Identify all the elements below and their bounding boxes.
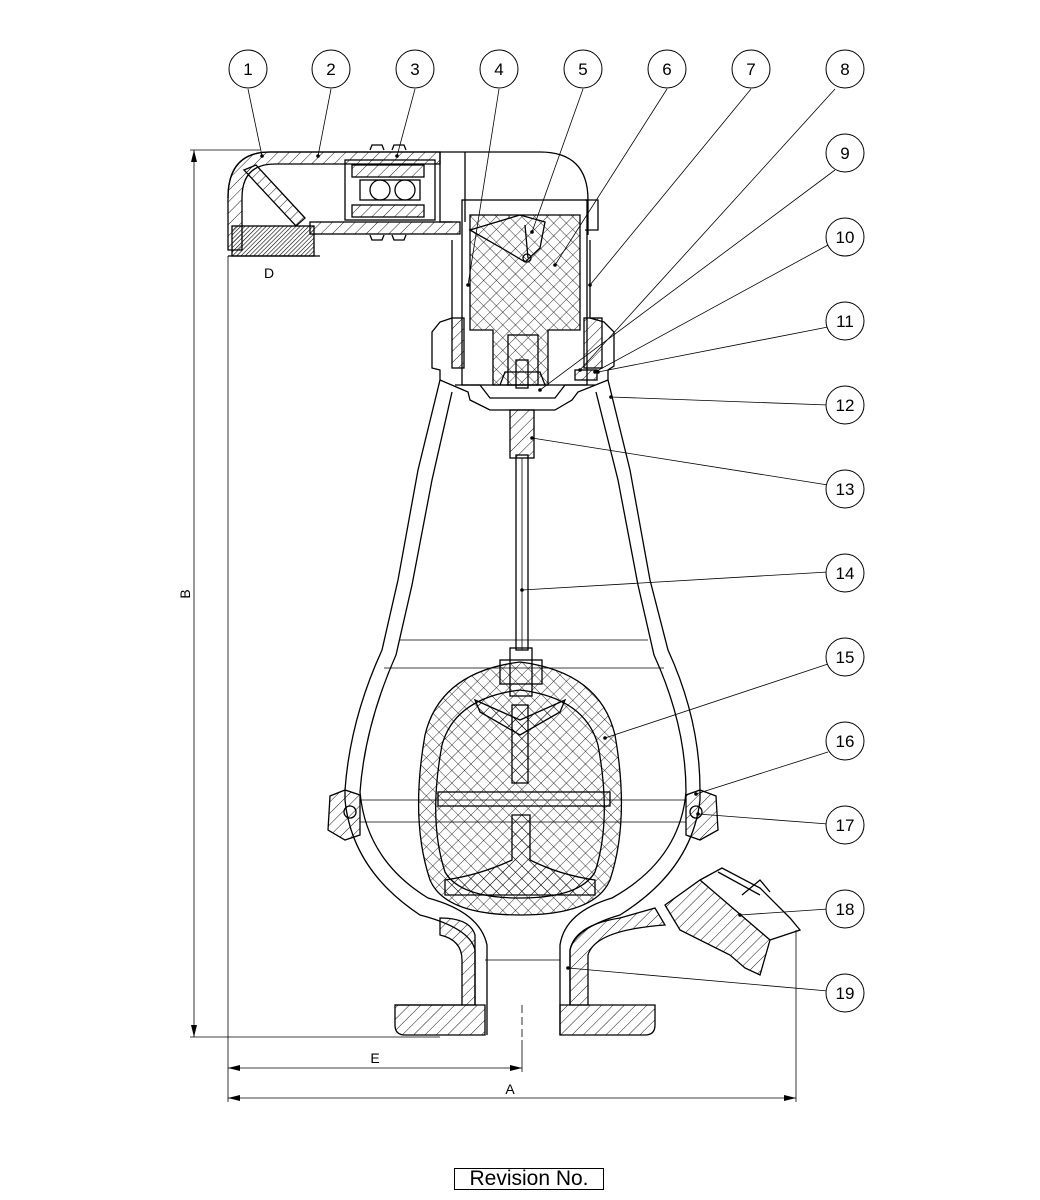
dimension-lines (190, 149, 797, 1102)
valve-body (327, 379, 719, 1035)
dimension-labels: B D E A (177, 265, 515, 1097)
balloon-14-label: 14 (836, 564, 855, 583)
balloon-1: 1 (228, 49, 268, 89)
balloon-18: 18 (825, 889, 865, 929)
drain-valve (664, 867, 802, 976)
leader-dots (260, 154, 742, 970)
dimension-label-d: D (264, 265, 274, 281)
balloon-6-label: 6 (662, 60, 671, 79)
balloon-17-label: 17 (836, 816, 855, 835)
balloon-11: 11 (825, 301, 865, 341)
balloon-17: 17 (825, 805, 865, 845)
balloon-18-label: 18 (836, 900, 855, 919)
balloon-12-label: 12 (836, 396, 855, 415)
balloon-9: 9 (825, 133, 865, 173)
dimension-label-b: B (177, 589, 193, 598)
balloon-19-label: 19 (836, 984, 855, 1003)
bottom-flange (394, 907, 667, 1040)
balloon-4: 4 (479, 49, 519, 89)
balloon-10-label: 10 (836, 228, 855, 247)
balloon-4-label: 4 (494, 60, 503, 79)
balloon-9-label: 9 (840, 144, 849, 163)
revision-label: Revision No. (469, 1167, 589, 1190)
balloon-2-label: 2 (326, 60, 335, 79)
balloon-3-label: 3 (410, 60, 419, 79)
stem (509, 409, 535, 651)
balloon-5-label: 5 (578, 60, 587, 79)
upper-float (461, 199, 588, 386)
balloon-10: 10 (825, 217, 865, 257)
balloon-8-label: 8 (840, 60, 849, 79)
revision-number-box: Revision No. (454, 1168, 604, 1190)
balloon-2: 2 (311, 49, 351, 89)
balloon-14: 14 (825, 553, 865, 593)
balloon-7-label: 7 (746, 60, 755, 79)
dimension-label-e: E (370, 1050, 379, 1066)
balloon-7: 7 (731, 49, 771, 89)
balloon-3: 3 (395, 49, 435, 89)
balloon-19: 19 (825, 973, 865, 1013)
balloon-16-label: 16 (836, 732, 855, 751)
balloon-15: 15 (825, 637, 865, 677)
balloon-12: 12 (825, 385, 865, 425)
balloon-11-label: 11 (836, 312, 854, 331)
balloon-6: 6 (647, 49, 687, 89)
float (417, 647, 623, 916)
balloon-15-label: 15 (836, 648, 855, 667)
balloon-13-label: 13 (836, 480, 855, 499)
balloon-8: 8 (825, 49, 865, 89)
leader-lines (247, 88, 836, 992)
balloon-16: 16 (825, 721, 865, 761)
balloon-5: 5 (563, 49, 603, 89)
balloon-13: 13 (825, 469, 865, 509)
balloon-1-label: 1 (243, 60, 252, 79)
top-housing (227, 144, 599, 257)
dimension-label-a: A (505, 1081, 515, 1097)
